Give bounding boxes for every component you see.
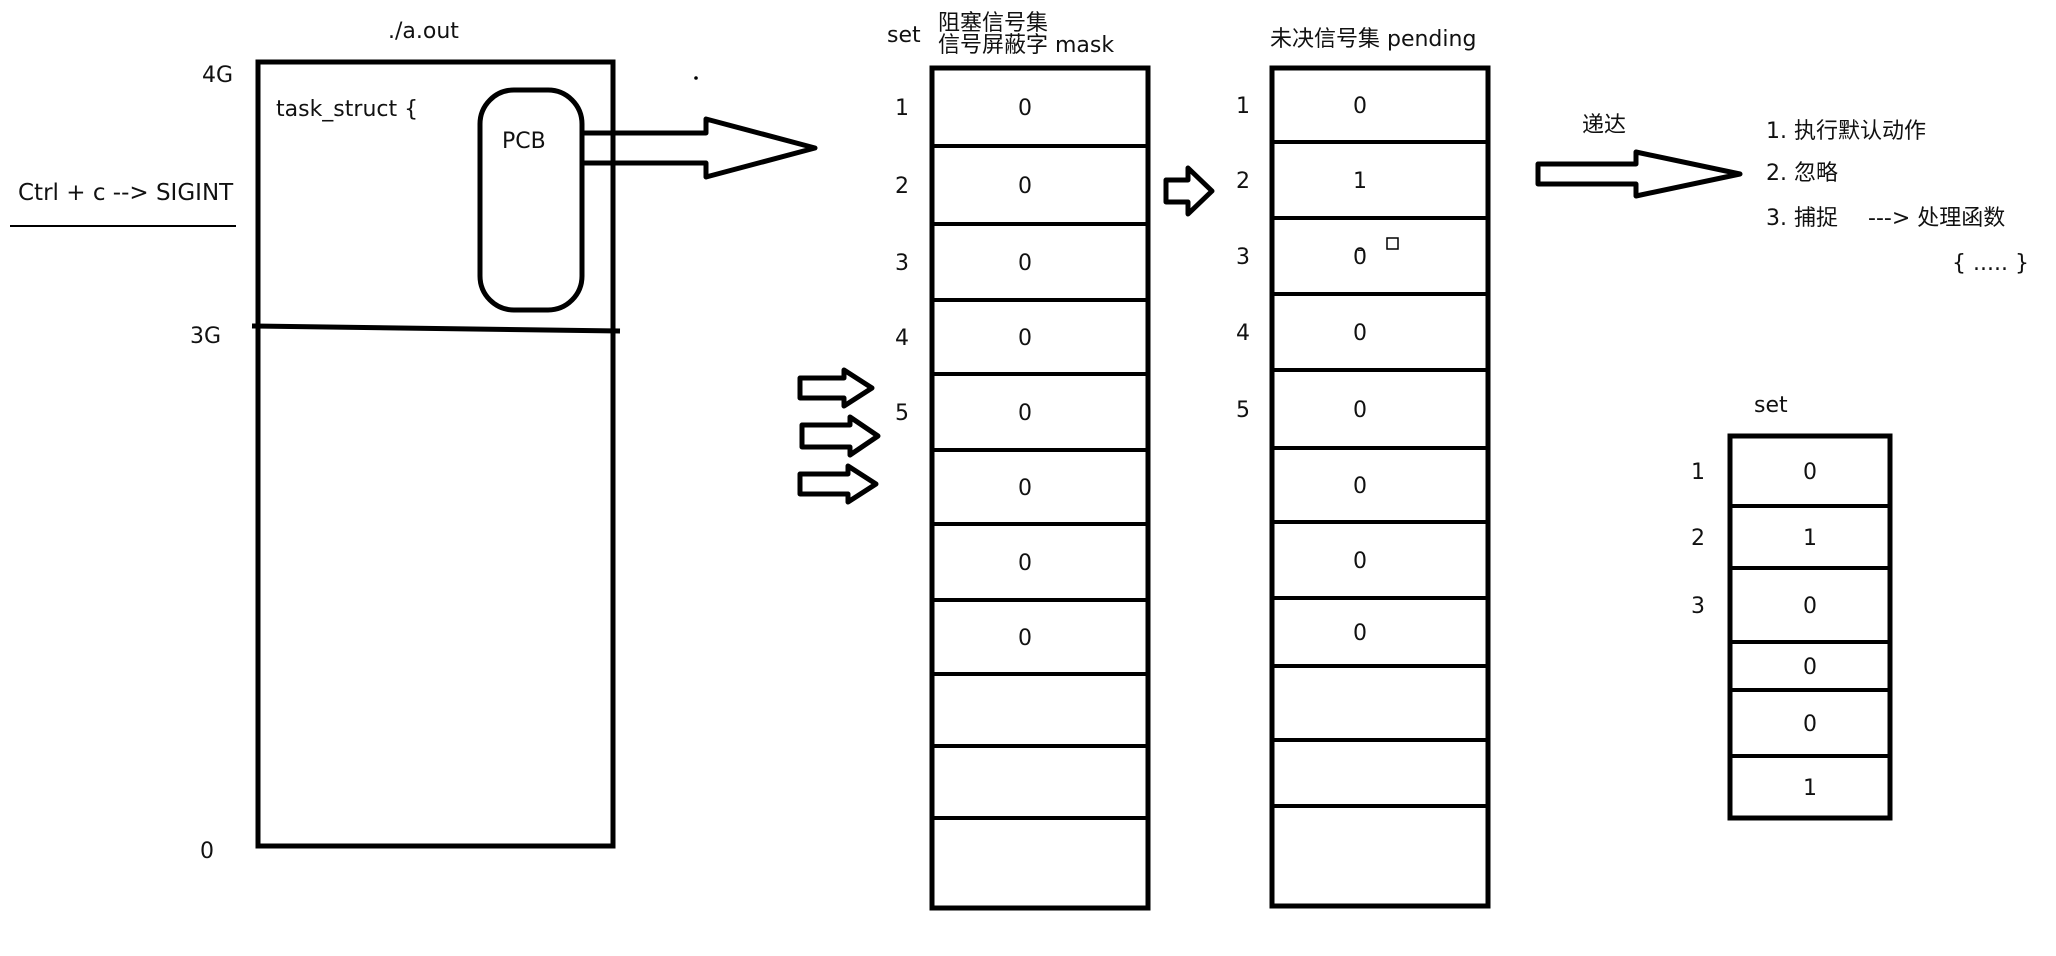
signal-source-label: Ctrl + c --> SIGINT xyxy=(18,180,234,206)
pending-cell-value: 0 xyxy=(1353,621,1367,646)
pending-cell-value: 0 xyxy=(1353,474,1367,499)
incoming-signal-arrow-1 xyxy=(797,367,875,409)
pending-column-outline xyxy=(1269,65,1491,909)
pcb-to-sets-arrow xyxy=(579,116,818,180)
stray-dot xyxy=(694,76,698,80)
mask-row-number: 4 xyxy=(895,326,909,351)
mask-to-pending-arrow xyxy=(1163,165,1215,217)
address-4g-label: 4G xyxy=(202,63,233,88)
small-cells: 0 1 0 0 0 1 xyxy=(1727,433,1893,821)
handler-arrow-label: ---> 处理函数 xyxy=(1868,206,2005,231)
mask-cell-value: 0 xyxy=(1018,476,1032,501)
pending-row-number: 5 xyxy=(1236,398,1250,423)
pending-cell-value: 0 xyxy=(1353,321,1367,346)
small-row-number: 2 xyxy=(1691,526,1705,551)
mask-set-label: set xyxy=(887,23,921,48)
small-cell-value: 1 xyxy=(1803,526,1817,551)
small-cell-value: 0 xyxy=(1803,460,1817,485)
mask-cell-value: 0 xyxy=(1018,326,1032,351)
signal-source: Ctrl + c --> SIGINT xyxy=(10,180,236,227)
delivery-option-2: 2. 忽略 xyxy=(1766,161,1838,186)
mask-signal-set: set 阻塞信号集 信号屏蔽字 mask 0 0 0 0 0 0 0 0 1 2 3 4 5 xyxy=(797,11,1151,911)
mask-cells: 0 0 0 0 0 0 0 0 xyxy=(929,65,1151,911)
small-cell-value: 0 xyxy=(1803,655,1817,680)
pending-cell-value: 0 xyxy=(1353,245,1367,270)
pending-small-square xyxy=(1386,237,1399,250)
process-title: ./a.out xyxy=(388,19,459,44)
mask-row-number: 5 xyxy=(895,401,909,426)
incoming-signal-arrow-3 xyxy=(797,463,879,505)
mask-column-outline xyxy=(929,65,1151,911)
pending-cell-value: 1 xyxy=(1353,169,1367,194)
delivery-option-3: 3. 捕捉 xyxy=(1766,206,1838,231)
small-row-number: 1 xyxy=(1691,460,1705,485)
delivery: 递达 1. 执行默认动作 2. 忽略 3. 捕捉 ---> 处理函数 { ...… xyxy=(1535,113,2029,276)
mask-cell-value: 0 xyxy=(1018,551,1032,576)
pending-row-numbers: 1 2 3 4 5 xyxy=(1236,94,1250,423)
pending-signal-set: 未决信号集 pending 0 1 0 0 0 0 0 0 1 2 3 4 5 - xyxy=(1236,27,1491,909)
pending-row-number: 4 xyxy=(1236,321,1250,346)
delivery-arrow xyxy=(1535,149,1743,199)
mask-title-line2: 信号屏蔽字 mask xyxy=(938,33,1114,58)
small-row-number: 3 xyxy=(1691,594,1705,619)
mask-row-number: 2 xyxy=(895,174,909,199)
mask-cell-value: 0 xyxy=(1018,174,1032,199)
pending-cell-value: 0 xyxy=(1353,549,1367,574)
mask-row-number: 1 xyxy=(895,96,909,121)
delivery-option-1: 1. 执行默认动作 xyxy=(1766,119,1926,144)
address-3g-label: 3G xyxy=(190,324,221,349)
pending-row-number: 1 xyxy=(1236,94,1250,119)
process-address-space-box xyxy=(255,59,616,849)
mask-row-numbers: 1 2 3 4 5 xyxy=(895,96,909,426)
mask-cell-value: 0 xyxy=(1018,251,1032,276)
mask-cell-value: 0 xyxy=(1018,401,1032,426)
small-cell-value: 0 xyxy=(1803,712,1817,737)
pending-row-number: 3 xyxy=(1236,245,1250,270)
task-struct-label: task_struct { xyxy=(276,97,418,122)
mask-row-number: 3 xyxy=(895,251,909,276)
process-memory: ./a.out 4G 3G 0 task_struct { PCB xyxy=(190,19,818,864)
delivery-label: 递达 xyxy=(1582,113,1626,138)
small-signal-set: set 0 1 0 0 0 1 1 2 3 xyxy=(1691,393,1893,821)
small-cell-value: 0 xyxy=(1803,594,1817,619)
pending-title: 未决信号集 pending xyxy=(1270,27,1476,52)
handler-body: { ..... } xyxy=(1952,251,2029,276)
pcb-label: PCB xyxy=(502,129,546,154)
small-column-outline xyxy=(1727,433,1893,821)
mask-title-line1: 阻塞信号集 xyxy=(938,11,1048,36)
incoming-signal-arrow-2 xyxy=(799,414,881,458)
pending-cells: 0 1 0 0 0 0 0 0 xyxy=(1269,65,1491,909)
kernel-user-divider xyxy=(251,323,621,334)
pending-row-number: 2 xyxy=(1236,169,1250,194)
small-row-numbers: 1 2 3 xyxy=(1691,460,1705,619)
pending-cell-value: 0 xyxy=(1353,94,1367,119)
mask-cell-value: 0 xyxy=(1018,96,1032,121)
small-cell-value: 1 xyxy=(1803,776,1817,801)
pending-mark: - xyxy=(1357,239,1364,260)
pcb-box xyxy=(477,87,585,313)
address-0-label: 0 xyxy=(200,839,214,864)
small-set-label: set xyxy=(1754,393,1788,418)
mask-cell-value: 0 xyxy=(1018,626,1032,651)
pending-cell-value: 0 xyxy=(1353,398,1367,423)
